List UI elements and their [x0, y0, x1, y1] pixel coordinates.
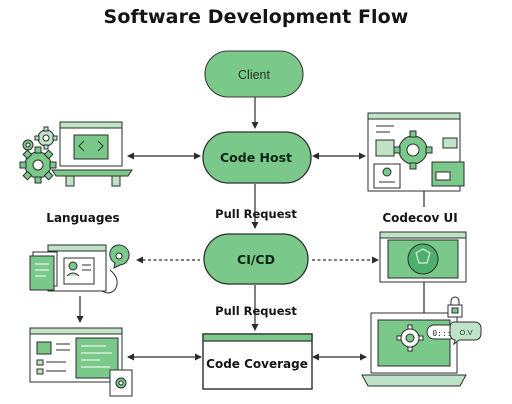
code-chip-text: 0::: [432, 329, 451, 338]
coverage-left-illustration [29, 327, 133, 397]
laptop-base [361, 374, 467, 387]
node-cicd-label: CI/CD [237, 252, 275, 267]
gear-icon-large [19, 146, 57, 184]
edge-label-pull-request-top: Pull Request [215, 207, 297, 221]
node-code-host: Code Host [202, 131, 312, 184]
node-code-coverage: Code Coverage [202, 333, 313, 390]
node-client-label: Client [238, 68, 270, 82]
page-title: Software Development Flow [103, 6, 409, 28]
speech-bubble-icon [449, 321, 482, 346]
label-codecov-ui: Codecov UI [382, 211, 457, 225]
speech-bubble-text: O.V [460, 328, 473, 337]
languages-illustration [19, 121, 133, 187]
user-avatar-icon [382, 167, 392, 177]
code-window-icon [73, 134, 109, 160]
codecov-logo-icon [407, 243, 439, 275]
node-cicd: CI/CD [203, 233, 309, 285]
gear-icon-small [34, 126, 58, 150]
cicd-right-illustration [379, 231, 467, 283]
gear-icon [396, 324, 424, 352]
user-avatar-icon [68, 261, 78, 271]
profile-card [63, 257, 95, 285]
coverage-right-illustration: 0::: O.V [361, 296, 482, 387]
node-code-host-label: Code Host [220, 150, 292, 165]
node-client: Client [204, 50, 304, 98]
node-code-coverage-label: Code Coverage [206, 357, 308, 371]
gear-icon-tiny [22, 139, 34, 151]
gear-icon [393, 130, 433, 170]
edge-label-pull-request-bottom: Pull Request [215, 304, 297, 318]
cycle-arrow-icon [101, 269, 118, 294]
label-languages: Languages [46, 211, 119, 225]
cicd-left-illustration [29, 244, 130, 294]
document-icon [29, 255, 55, 291]
codecov-ui-illustration [367, 112, 465, 192]
